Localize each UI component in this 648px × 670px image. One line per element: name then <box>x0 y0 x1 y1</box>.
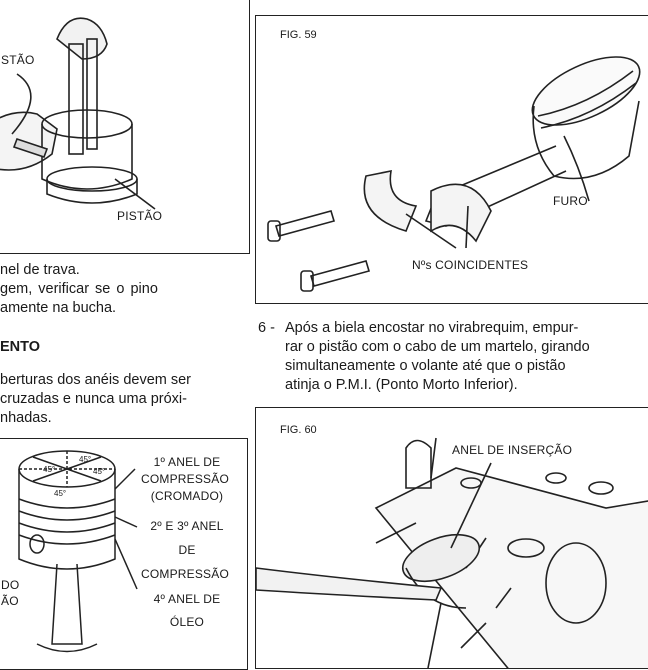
section-heading: ENTO <box>0 339 41 355</box>
label-pistao-partial: STÃO <box>1 53 35 67</box>
label-anel-insercao: ANEL DE INSERÇÃO <box>452 443 573 457</box>
label-pistao: PISTÃO <box>117 209 163 223</box>
ring-label-1: 1º ANEL DE <box>153 455 221 469</box>
label-coincidentes: Nºs COINCIDENTES <box>412 258 529 272</box>
ring-label-7: 4º ANEL DE <box>153 592 221 606</box>
text-line-3: amente na bucha. <box>0 300 117 316</box>
ring-label-6: COMPRESSÃO <box>140 567 229 581</box>
fig60-title: FIG. 60 <box>280 424 317 436</box>
text-line-1: nel de trava. <box>0 262 80 278</box>
engine-block-illustration <box>256 437 648 668</box>
text2-line-1: berturas dos anéis devem ser <box>0 372 192 388</box>
side-label-2: ÃO <box>1 594 19 608</box>
ring-label-5: DE <box>178 543 196 557</box>
step6-line-4: atinja o P.M.I. (Ponto Morto Inferior). <box>285 377 518 393</box>
figure-59: FIG. 59 FURO Nºs COINCIDENTES <box>255 15 648 304</box>
figure-piston-installation: STÃO PISTÃO <box>0 0 250 254</box>
ring-label-3: (CROMADO) <box>150 489 224 503</box>
step6-number: 6 - <box>258 320 275 336</box>
fig59-title: FIG. 59 <box>280 29 317 41</box>
figure-piston-rings: 45° 45° 45° 45° 1º ANEL DE COMPRESSÃO (C… <box>0 438 248 670</box>
angle-label-3: 45° <box>93 467 106 476</box>
step6-line-1: Após a biela encostar no virabrequim, em… <box>285 320 579 336</box>
text2-line-2: cruzadas e nunca uma próxi- <box>0 391 187 407</box>
piston-installation-illustration <box>0 17 156 210</box>
piston-rings-illustration <box>18 450 138 653</box>
ring-label-4: 2º E 3º ANEL <box>150 519 224 533</box>
text-line-2: gem, verificar se o pino <box>0 281 158 297</box>
figure-60: FIG. 60 ANEL DE INSERÇÃO <box>255 407 648 669</box>
step6-line-2: rar o pistão com o cabo de um martelo, g… <box>285 339 590 355</box>
angle-label-2: 45° <box>43 465 56 474</box>
angle-label-4: 45° <box>54 489 67 498</box>
angle-label-1: 45° <box>79 455 92 464</box>
ring-label-8: ÓLEO <box>169 615 205 629</box>
side-label-1: DO <box>1 578 20 592</box>
ring-label-2: COMPRESSÃO <box>140 472 229 486</box>
step6-line-3: simultaneamente o volante até que o pist… <box>285 358 566 374</box>
connecting-rod-illustration <box>267 56 641 292</box>
text2-line-3: nhadas. <box>0 410 52 426</box>
label-furo: FURO <box>553 194 588 208</box>
